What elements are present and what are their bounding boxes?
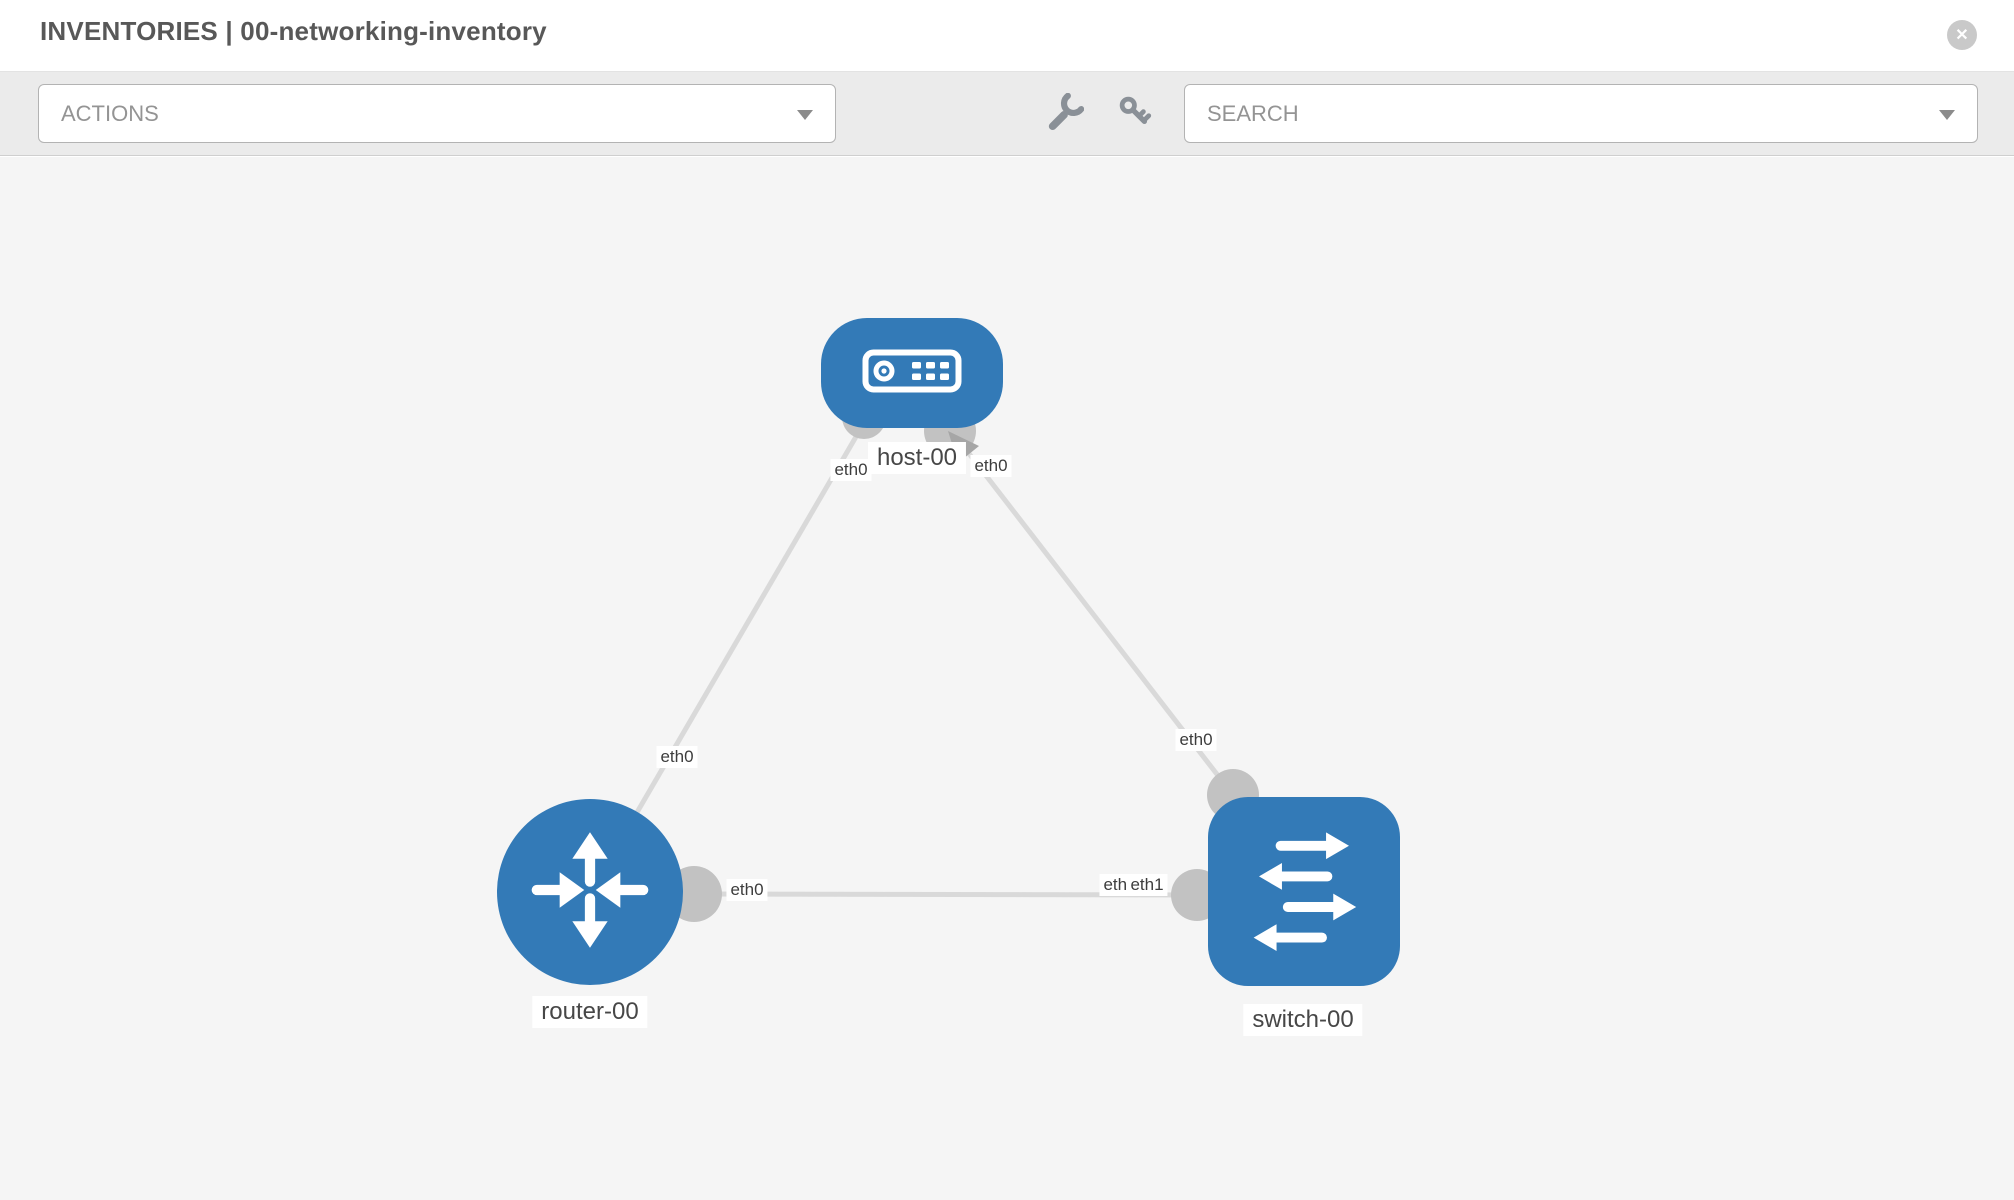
chevron-down-icon — [1939, 110, 1955, 120]
close-icon: ✕ — [1955, 27, 1969, 44]
actions-dropdown-label: ACTIONS — [61, 100, 159, 126]
configure-button[interactable] — [1043, 92, 1087, 136]
node-label-host-00: host-00 — [867, 442, 967, 474]
topology-canvas[interactable]: eth0 eth0 eth0 eth0 eth0 eth0 eth1 host-… — [0, 157, 2014, 1200]
interface-label: eth0 — [830, 459, 872, 481]
node-label-switch-00: switch-00 — [1243, 1004, 1363, 1036]
toolbar: ACTIONS SEARCH — [0, 72, 2014, 156]
key-icon — [1116, 93, 1154, 136]
host-icon — [862, 349, 962, 398]
chevron-down-icon — [797, 110, 813, 120]
close-button[interactable]: ✕ — [1947, 20, 1977, 50]
breadcrumb-header: INVENTORIES | 00-networking-inventory ✕ — [0, 0, 2014, 72]
interface-label: eth0 — [726, 879, 768, 901]
node-switch-00[interactable] — [1208, 797, 1400, 986]
node-router-00[interactable] — [497, 799, 683, 985]
actions-dropdown[interactable]: ACTIONS — [38, 84, 836, 143]
interface-label: eth1 — [1126, 874, 1168, 896]
switch-icon — [1241, 825, 1367, 958]
interface-label: eth0 — [970, 455, 1012, 477]
search-dropdown[interactable]: SEARCH — [1184, 84, 1978, 143]
search-dropdown-label: SEARCH — [1207, 100, 1299, 126]
router-icon — [520, 820, 660, 965]
credentials-button[interactable] — [1113, 92, 1157, 136]
interface-label: eth0 — [1175, 729, 1217, 751]
topology-links-layer — [587, 395, 1259, 922]
node-host-00[interactable] — [821, 318, 1003, 428]
interface-label: eth0 — [656, 746, 698, 768]
node-label-router-00: router-00 — [532, 996, 648, 1028]
page-title: INVENTORIES | 00-networking-inventory — [40, 16, 547, 46]
wrench-icon — [1046, 92, 1085, 136]
